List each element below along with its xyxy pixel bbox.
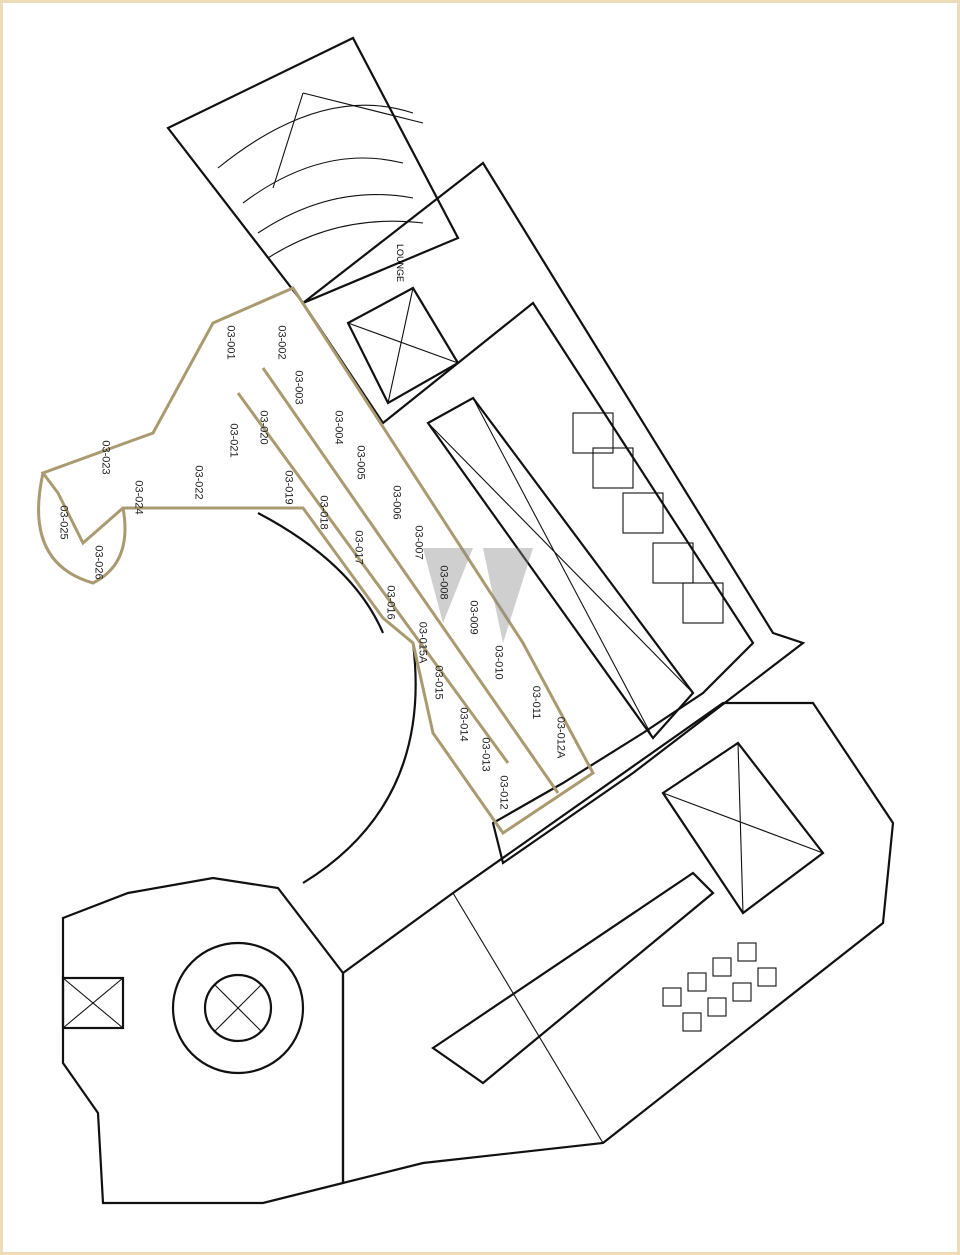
unit-label-03-003: 03-003: [292, 370, 305, 405]
unit-label-03-002: 03-002: [275, 325, 288, 360]
unit-label-03-012A: 03-012A: [554, 716, 567, 759]
unit-label-03-013: 03-013: [479, 737, 492, 772]
unit-label-03-005: 03-005: [354, 445, 367, 480]
unit-label-03-015A: 03-015A: [416, 621, 429, 664]
unit-label-03-025: 03-025: [57, 505, 70, 540]
unit-label-03-004: 03-004: [332, 410, 345, 445]
atrium-curve: [302, 642, 417, 884]
unit-label-03-026: 03-026: [92, 545, 105, 580]
unit-label-03-012: 03-012: [497, 775, 510, 810]
unit-label-03-006: 03-006: [390, 485, 403, 520]
unit-label-03-019: 03-019: [282, 470, 295, 505]
unit-label-03-007: 03-007: [412, 525, 425, 560]
watermark-logo: [423, 548, 533, 643]
unit-label-03-018: 03-018: [317, 495, 330, 530]
unit-label-03-017: 03-017: [352, 530, 365, 565]
unit-label-03-022: 03-022: [192, 465, 205, 500]
unit-label-03-011: 03-011: [530, 685, 543, 720]
east-wing: [301, 161, 806, 865]
auditorium: [166, 36, 460, 305]
unit-label-03-009: 03-009: [467, 600, 480, 635]
unit-label-03-020: 03-020: [257, 410, 270, 445]
unit-label-03-014: 03-014: [457, 707, 470, 742]
unit-label-03-021: 03-021: [227, 423, 240, 458]
unit-label-03-001: 03-001: [224, 325, 237, 360]
south-east-wing: [341, 701, 895, 1185]
unit-label-03-008: 03-008: [437, 565, 450, 600]
lounge-label: LOUNGE: [395, 243, 406, 283]
unit-label-03-024: 03-024: [132, 480, 145, 515]
unit-label-03-023: 03-023: [99, 440, 112, 475]
unit-label-03-010: 03-010: [492, 645, 505, 680]
floor-plan-drawing: [37, 36, 895, 1205]
unit-label-03-016: 03-016: [384, 585, 397, 620]
unit-label-03-015: 03-015: [432, 665, 445, 700]
south-west-block: [61, 876, 345, 1205]
office-units: [37, 286, 595, 836]
